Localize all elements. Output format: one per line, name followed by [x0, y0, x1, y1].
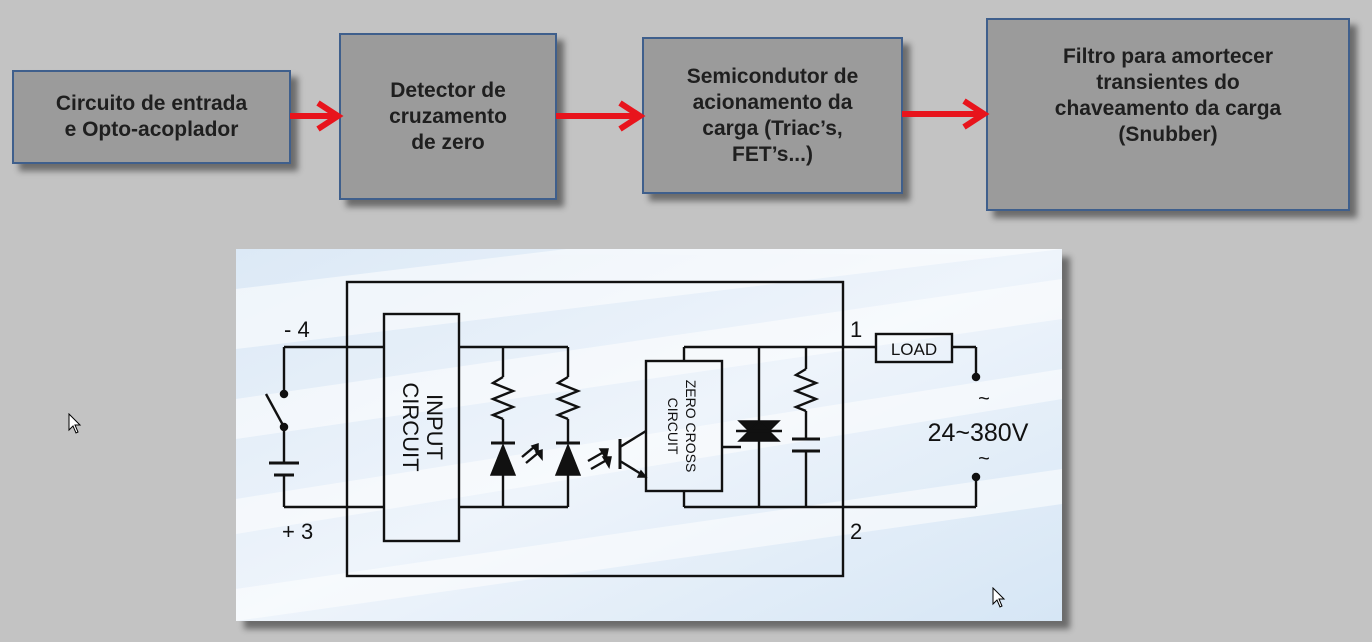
arrow-2-icon: [556, 100, 646, 132]
block-semi-line-3: carga (Triac’s,: [702, 116, 843, 140]
arrow-3-icon: [902, 98, 990, 130]
block-input-optocoupler: Circuito de entrada e Opto-acoplador: [12, 70, 291, 164]
mouse-cursor-icon-2: [992, 587, 1006, 608]
ssr-schematic: - 4 + 3 1 2 LOAD ~ 24~380V ~ INPUT CIRCU…: [236, 249, 1062, 621]
voltage-tilde-bottom: ~: [978, 448, 990, 470]
block-snubber-line-4: (Snubber): [1118, 122, 1218, 146]
arrow-1-icon: [290, 100, 344, 132]
pin-1-label: 1: [850, 317, 862, 342]
block-zero-cross-detector: Detector de cruzamento de zero: [339, 33, 557, 200]
zero-cross-line-1: ZERO CROSS: [683, 380, 699, 473]
block-semi-line-2: acionamento da: [692, 90, 853, 114]
pin-2-label: 2: [850, 519, 862, 544]
zero-cross-line-2: CIRCUIT: [665, 398, 681, 455]
block-semi-line-1: Semicondutor de: [686, 64, 859, 88]
pin-pos-label: + 3: [282, 519, 313, 544]
block-semiconductor-driver: Semicondutor de acionamento da carga (Tr…: [642, 37, 903, 194]
block-zero-line-1: Detector de: [390, 78, 506, 102]
block-snubber-line-1: Filtro para amortecer: [1062, 44, 1274, 68]
load-label: LOAD: [891, 340, 937, 359]
block-semi-line-4: FET’s...): [732, 142, 813, 166]
input-circuit-line-1: INPUT: [422, 394, 447, 460]
block-snubber-line-2: transientes do: [1096, 70, 1240, 94]
block-input-line-1: Circuito de entrada: [55, 92, 248, 115]
block-input-line-2: e Opto-acoplador: [64, 118, 239, 141]
voltage-label: 24~380V: [928, 419, 1029, 447]
block-zero-line-2: cruzamento: [389, 104, 507, 128]
block-snubber-filter: Filtro para amortecer transientes do cha…: [986, 18, 1350, 211]
voltage-tilde-top: ~: [978, 388, 990, 410]
block-snubber-line-3: chaveamento da carga: [1054, 96, 1282, 120]
mouse-cursor-icon: [68, 413, 82, 434]
block-zero-line-3: de zero: [411, 130, 485, 154]
pin-neg-label: - 4: [284, 317, 310, 342]
input-circuit-line-2: CIRCUIT: [398, 382, 423, 471]
